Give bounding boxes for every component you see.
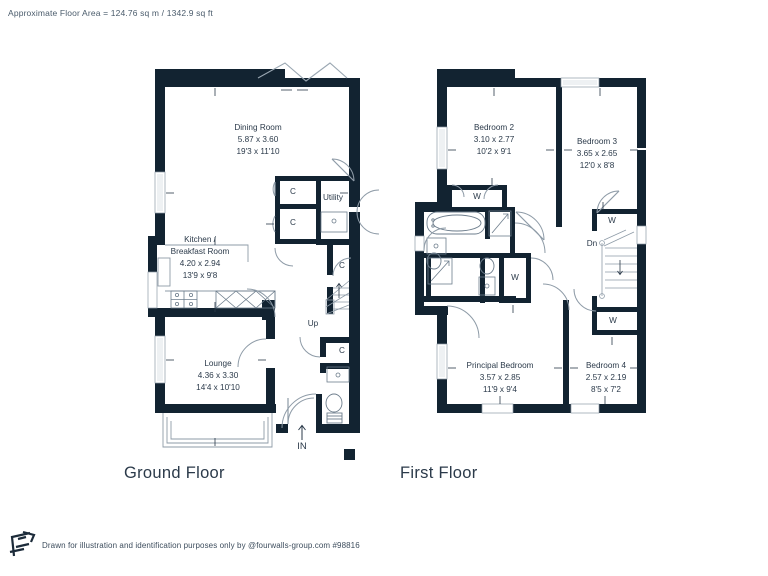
first-floor-door-leaves (515, 190, 620, 241)
first-floor-door-swings (423, 184, 620, 339)
wardrobe-label-4: W (609, 316, 617, 325)
bathtub-icon (426, 211, 486, 235)
room-name-bedroom2: Bedroom 2 (474, 123, 514, 132)
room-dim-imperial-kitchen: 13'9 x 9'8 (183, 271, 218, 280)
entrance-arrow-icon (298, 424, 306, 440)
room-dim-imperial-bedroom3: 12'0 x 8'8 (580, 161, 615, 170)
ground-floor-staircase (325, 280, 350, 315)
stairs-up-label: Up (308, 319, 319, 328)
lounge-bay-window (162, 413, 273, 448)
first-floor-staircase (599, 229, 637, 299)
first-floor-wall-ticks (448, 88, 638, 404)
stairs-down-label: Dn (587, 239, 598, 248)
room-dim-metric-dining: 5.87 x 3.60 (238, 135, 279, 144)
room-name-principal-bedroom: Principal Bedroom (467, 361, 534, 370)
room-dim-metric-lounge: 4.36 x 3.30 (198, 371, 239, 380)
first-floor-plan: Bedroom 2 3.10 x 2.77 10'2 x 9'1 Bedroom… (414, 69, 647, 414)
wc-basin-icon (326, 366, 350, 383)
cupboard-label-4: C (339, 346, 345, 355)
room-name-kitchen-line1: Kitchen / (184, 235, 217, 244)
cupboard-label-3: C (339, 261, 345, 270)
room-dim-metric-principal: 3.57 x 2.85 (480, 373, 521, 382)
room-name-utility: Utility (323, 193, 344, 202)
shower-tray-icon-2 (427, 257, 453, 285)
wardrobe-label-2: W (608, 216, 616, 225)
ground-floor-windows (147, 171, 166, 384)
room-dim-imperial-bedroom4: 8'5 x 7'2 (591, 385, 621, 394)
first-floor-windows (414, 77, 647, 414)
room-dim-metric-bedroom4: 2.57 x 2.19 (586, 373, 627, 382)
room-dim-imperial-dining: 19'3 x 11'10 (236, 147, 279, 156)
wc-toilet-icon (325, 393, 343, 424)
first-floor-labels: Bedroom 2 3.10 x 2.77 10'2 x 9'1 Bedroom… (467, 123, 627, 394)
room-name-lounge: Lounge (204, 359, 232, 368)
ground-floor-partitions (275, 176, 354, 424)
room-dim-imperial-lounge: 14'4 x 10'10 (196, 383, 240, 392)
ground-floor-title: Ground Floor (124, 464, 225, 482)
room-dim-metric-kitchen: 4.20 x 2.94 (180, 259, 221, 268)
ensuite-basin-icon (478, 276, 496, 296)
stair-down-arrow-icon (617, 260, 623, 276)
room-name-kitchen-line2: Breakfast Room (171, 247, 230, 256)
first-floor-title: First Floor (400, 464, 478, 482)
fourwalls-logo-icon (9, 530, 36, 557)
kitchen-hob-icon (170, 290, 198, 309)
stair-direction-arrow (336, 282, 342, 298)
cupboard-label-1: C (290, 187, 296, 196)
first-floor-walls (415, 69, 646, 413)
ground-floor-plan: Dining Room 5.87 x 3.60 19'3 x 11'10 Kit… (147, 62, 380, 460)
wardrobe-label-1: W (473, 192, 481, 201)
room-dim-imperial-bedroom2: 10'2 x 9'1 (477, 147, 512, 156)
bathroom-basin-icon (426, 237, 447, 255)
first-floor-partitions (424, 185, 637, 335)
ground-floor-wall-ticks (166, 88, 348, 446)
cupboard-label-2: C (290, 218, 296, 227)
room-dim-imperial-principal: 11'9 x 9'4 (483, 385, 517, 394)
room-name-bedroom4: Bedroom 4 (586, 361, 626, 370)
room-name-bedroom3: Bedroom 3 (577, 137, 617, 146)
wardrobe-label-3: W (511, 273, 519, 282)
room-dim-metric-bedroom3: 3.65 x 2.65 (577, 149, 618, 158)
dining-roof-canopy (257, 62, 348, 82)
utility-appliance-icon (320, 211, 348, 233)
room-dim-metric-bedroom2: 3.10 x 2.77 (474, 135, 515, 144)
bathroom-toilet-icon (426, 252, 442, 270)
footer-credit: Drawn for illustration and identificatio… (42, 541, 360, 550)
room-name-dining: Dining Room (234, 123, 282, 132)
ensuite-toilet-icon (479, 257, 495, 275)
shower-tray-icon-1 (488, 210, 512, 237)
ground-floor-walls (148, 69, 360, 460)
entrance-label: IN (297, 441, 307, 452)
floor-area-note: Approximate Floor Area = 124.76 sq m / 1… (8, 8, 213, 18)
kitchen-worktop-hatch (215, 290, 276, 309)
ground-floor-labels: Dining Room 5.87 x 3.60 19'3 x 11'10 Kit… (171, 123, 345, 452)
ground-floor-door-leaves (274, 158, 355, 424)
